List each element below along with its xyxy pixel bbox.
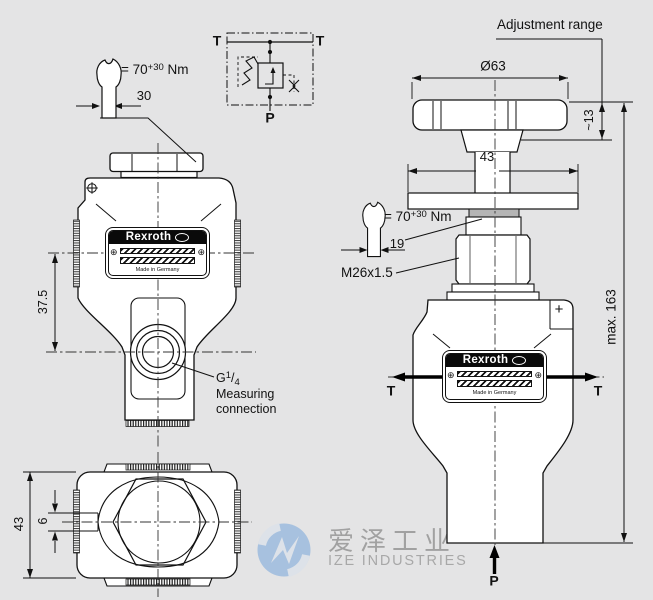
torque-unit: Nm — [163, 62, 189, 77]
dim-30-label: 30 — [136, 87, 152, 103]
symbol-port-t-right: T — [315, 32, 325, 49]
adjuster-icon — [288, 79, 300, 93]
leader-line — [395, 257, 460, 274]
dim-37-5-label: 37.5 — [36, 289, 51, 315]
handwheel — [412, 99, 568, 131]
dim-43-top-label: 43 — [10, 516, 26, 532]
dim-63-label: Ø63 — [480, 58, 506, 74]
side-body — [412, 299, 574, 544]
dim-max-163 — [543, 103, 633, 544]
knurl-patch — [234, 219, 241, 288]
leader-line — [404, 218, 483, 241]
port-p-label: P — [489, 572, 499, 589]
nameplate-band: Rexroth — [446, 354, 543, 367]
serrated-edge — [125, 420, 190, 427]
top-view-body — [76, 471, 238, 579]
hex-cap — [109, 152, 204, 173]
dim-adjustment-range — [496, 38, 633, 141]
watermark-en-text: IZE INDUSTRIES — [328, 553, 468, 569]
rexroth-brand-text: Rexroth — [462, 353, 509, 366]
screw-icon: ⊕ — [110, 246, 118, 257]
leader-line — [171, 362, 215, 378]
nameplate-hatch-bar — [457, 370, 532, 377]
screw-icon — [86, 182, 98, 194]
port-arrow-t-right — [547, 372, 598, 382]
vent-plus-mark: + — [554, 300, 564, 318]
symbol-port-p: P — [265, 109, 275, 126]
port-t-right-label: T — [593, 382, 603, 399]
torque-unit: Nm — [426, 209, 452, 224]
torque-superscript: +30 — [410, 208, 427, 220]
made-in-germany-text: Made in Germany — [135, 266, 180, 273]
dim-6-label: 6 — [36, 517, 51, 525]
measuring-connection-label: G1/4 Measuring connection — [216, 369, 277, 417]
hex-flats — [112, 478, 207, 566]
nameplate-hatch-bar — [120, 257, 195, 264]
dim-37-5 — [52, 254, 58, 351]
dim-63 — [411, 75, 569, 99]
dim-19 — [341, 247, 405, 253]
dim-43-side-label: 43 — [479, 148, 495, 164]
dim-13-label: ~13 — [582, 109, 597, 131]
thread-m26-label: M26x1.5 — [341, 265, 393, 280]
wrench-icon — [362, 201, 386, 258]
nameplate-hatch-bar — [457, 380, 532, 387]
rexroth-oval-logo-icon — [175, 233, 190, 242]
screw-icon: ⊕ — [534, 369, 542, 380]
nameplate-band: Rexroth — [109, 231, 206, 244]
top-view — [62, 452, 252, 597]
spring-icon — [241, 56, 259, 86]
dim-max-163-label: max. 163 — [603, 289, 619, 345]
adjustment-range-label: Adjustment range — [497, 17, 603, 32]
knurl-patch — [73, 489, 80, 554]
dim-19-label: 19 — [389, 235, 405, 251]
torque-annotation-front: = 70+30 Nm — [121, 61, 189, 78]
shaded-collar — [468, 208, 520, 218]
screw-icon: ⊕ — [447, 369, 455, 380]
torque-prefix: = 70 — [384, 209, 411, 224]
cross-bar — [407, 192, 579, 210]
knurl-patch — [234, 489, 241, 554]
torque-annotation-side: = 70+30 Nm — [384, 208, 452, 225]
locknut — [455, 234, 531, 285]
torque-superscript: +30 — [147, 61, 164, 73]
made-in-germany-text: Made in Germany — [472, 389, 517, 396]
screw-icon: ⊕ — [197, 246, 205, 257]
hydraulic-symbol — [226, 32, 314, 111]
handwheel-hub — [460, 129, 524, 153]
side-view — [388, 80, 604, 574]
port-thread-label: G1/4 — [216, 369, 240, 388]
symbol-port-t-left: T — [212, 32, 222, 49]
dim-43-side — [407, 164, 579, 192]
knurl-patch — [73, 219, 80, 288]
rexroth-oval-logo-icon — [512, 356, 527, 365]
symbol-envelope — [226, 32, 314, 106]
nameplate-hatch-bar — [120, 247, 195, 254]
torque-prefix: = 70 — [121, 62, 148, 77]
nameplate-front: Rexroth ⊕ ⊕ Made in Germany — [105, 227, 210, 279]
rexroth-brand-text: Rexroth — [125, 230, 172, 243]
port-t-left-label: T — [386, 382, 396, 399]
dim-6 — [48, 490, 75, 553]
dim-43-top — [23, 471, 76, 579]
watermark-cn-text: 爱泽工业 — [328, 526, 457, 556]
nameplate-side: Rexroth ⊕ ⊕ Made in Germany — [442, 350, 547, 403]
wrench-icon — [96, 58, 122, 119]
dim-30 — [76, 103, 141, 109]
port-arrow-p — [489, 545, 500, 574]
port-arrow-t-left — [392, 372, 443, 382]
